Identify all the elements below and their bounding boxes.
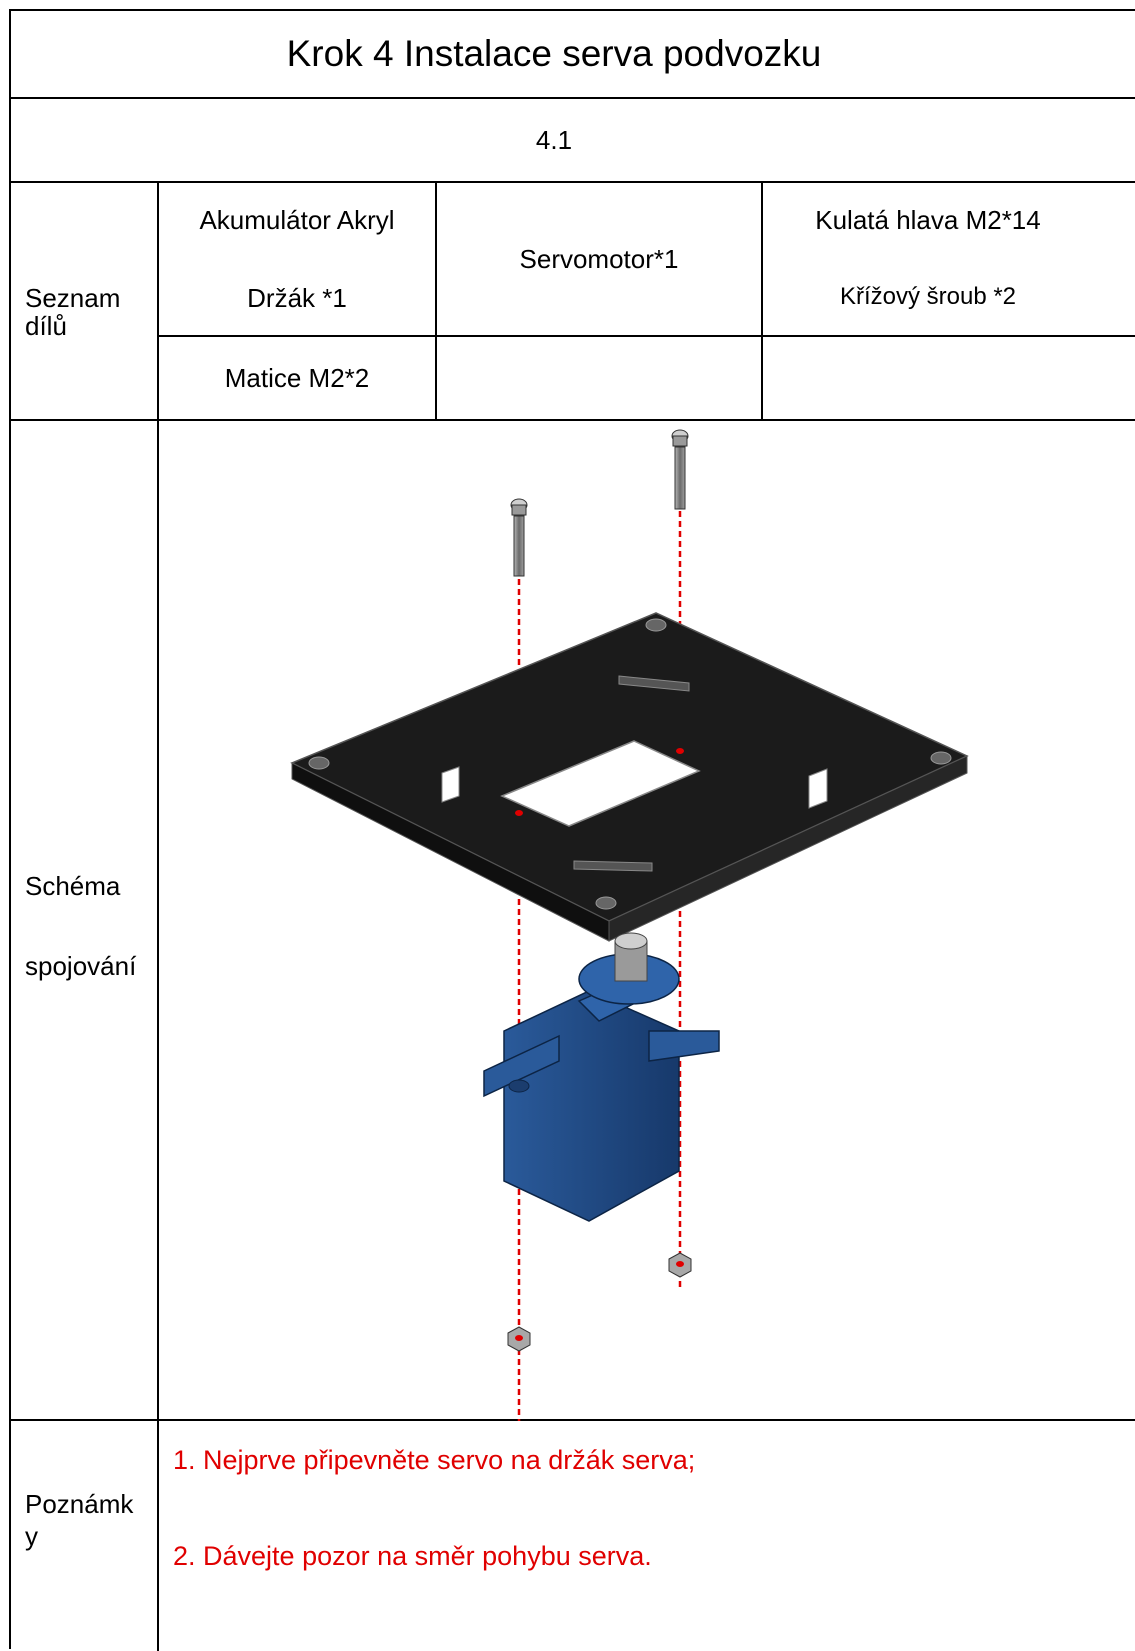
screw-icon [510,498,528,577]
title-row: Krok 4 Instalace serva podvozku [11,11,1135,99]
page-title: Krok 4 Instalace serva podvozku [286,33,822,74]
notes-row: Poznámk y 1. Nejprve připevněte servo na… [11,1421,1135,1651]
part-screw-line2: Křížový šroub *2 [839,283,1017,310]
diagram-row: Schéma spojování [11,421,1135,1421]
parts-label-line2: dílů [25,311,67,341]
notes-label-line2: y [25,1521,38,1551]
nut-icon [507,1326,531,1352]
notes-content-cell: 1. Nejprve připevněte servo na držák ser… [159,1421,1135,1651]
parts-lower-subrow: Matice M2*2 [159,337,1135,419]
parts-upper-subrow: Akumulátor Akryl Držák *1 Servomotor*1 K… [159,183,1135,337]
diagram-image-cell [159,421,1135,1421]
part-servomotor: Servomotor*1 [519,243,679,274]
assembly-diagram [290,429,969,1421]
part-acrylic-line2: Držák *1 [247,283,347,313]
servomotor [483,932,720,1222]
diagram-label-cell: Schéma spojování [11,421,159,1419]
part-cell-servomotor: Servomotor*1 [437,183,763,335]
notes-label-line1: Poznámk [25,1489,134,1519]
diagram-label-line2: spojování [25,951,137,981]
parts-label-cell: Seznam dílů [11,183,159,419]
diagram-label-line1: Schéma [25,871,121,901]
note-item-1: 1. Nejprve připevněte servo na držák ser… [173,1445,696,1475]
instruction-table: Krok 4 Instalace serva podvozku 4.1 Sezn… [9,9,1135,1651]
part-cell-acrylic-holder: Akumulátor Akryl Držák *1 [159,183,437,335]
note-item-2: 2. Dávejte pozor na směr pohybu serva. [173,1541,652,1571]
part-cell-screw: Kulatá hlava M2*14 Křížový šroub *2 [763,183,1135,335]
parts-label-line1: Seznam [25,283,121,313]
part-cell-empty-2 [763,337,1135,419]
step-number-row: 4.1 [11,99,1135,183]
part-acrylic-line1: Akumulátor Akryl [199,205,395,235]
part-screw-line1: Kulatá hlava M2*14 [815,205,1041,235]
step-number: 4.1 [535,124,573,155]
part-cell-nut: Matice M2*2 [159,337,437,419]
notes-label-cell: Poznámk y [11,1421,159,1651]
parts-row: Seznam dílů Akumulátor Akryl Držák *1 Se… [11,183,1135,421]
acrylic-holder-plate [290,612,969,942]
part-nut: Matice M2*2 [224,362,370,393]
nut-icon [668,1252,692,1278]
part-cell-empty-1 [437,337,763,419]
screw-icon [671,429,689,510]
